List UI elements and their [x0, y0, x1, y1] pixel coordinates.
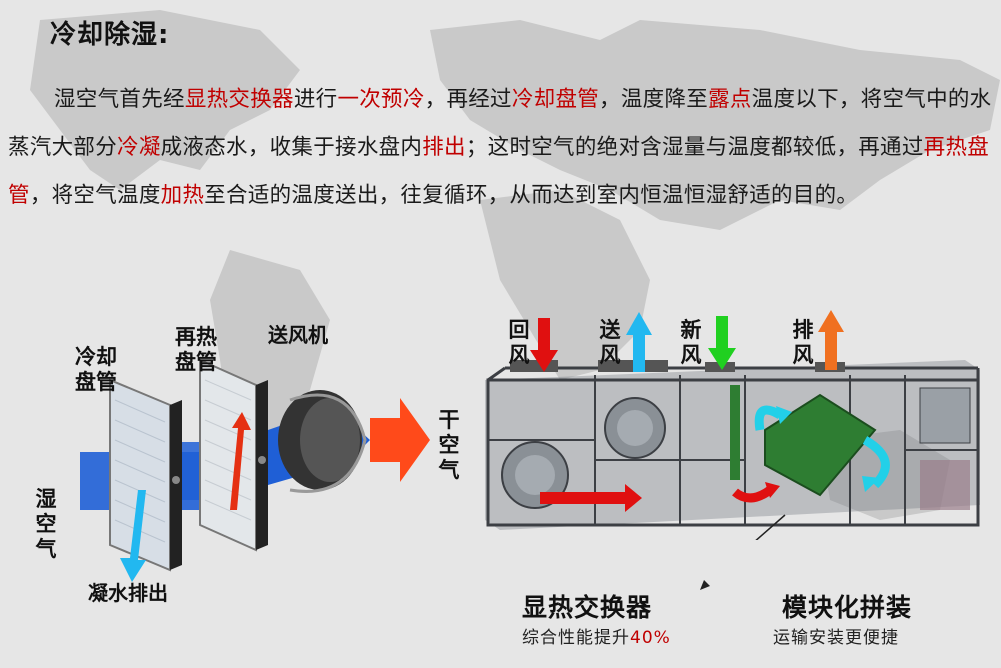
exchanger-feature-title: 显热交换器	[522, 593, 653, 622]
modular-feature-subtitle: 运输安装更便捷	[773, 628, 899, 648]
condensate-arrow	[120, 490, 146, 582]
highlight-term: 冷凝	[117, 135, 161, 160]
internal-cyan-arrow-2	[862, 436, 890, 489]
paragraph-text: ，温度降至	[599, 87, 709, 112]
internal-cyan-arrow-1	[754, 405, 783, 431]
paragraph-text: ，将空气温度	[29, 183, 161, 208]
air-handling-unit	[485, 310, 980, 540]
paragraph-text: 进行	[293, 87, 338, 112]
highlight-term: 再热盘管	[8, 135, 990, 208]
pointer-arrowhead	[700, 580, 710, 590]
cooling-dehumidification-diagram	[80, 358, 430, 582]
fresh-port	[705, 362, 735, 372]
condensate-label: 凝水排出	[88, 581, 168, 605]
cooling-coil	[109, 378, 182, 572]
internal-red-arrow-2	[732, 486, 773, 503]
green-filter	[730, 385, 740, 480]
pointer-line	[755, 514, 786, 540]
supply-air-label: 送风	[599, 318, 621, 367]
exchanger-sub-percent: 40%	[630, 628, 671, 648]
page-title: 冷却除湿:	[50, 20, 170, 50]
internal-cyan-arrowhead-1	[776, 406, 792, 424]
exhaust-air-label: 排风	[792, 318, 814, 367]
description-paragraph: 湿空气首先经显热交换器进行一次预冷，再经过冷却盘管，温度降至露点温度以下，将空气…	[8, 76, 993, 220]
internal-cyan-arrowhead-2	[862, 476, 880, 492]
paragraph-text: ；这时空气的绝对含湿量与温度都较低，再通过	[465, 135, 924, 160]
return-arrow	[530, 318, 558, 372]
return-air-label: 回风	[508, 318, 530, 367]
highlight-term: 一次预冷	[337, 87, 425, 112]
fresh-arrow	[708, 316, 736, 370]
supply-fan	[278, 390, 367, 493]
highlight-term: 显热交换器	[184, 87, 294, 112]
internal-red-arrow	[540, 484, 642, 512]
reheat-coil	[199, 358, 268, 552]
highlight-term: 冷却盘管	[511, 87, 600, 112]
highlight-term: 排出	[422, 135, 466, 160]
dry-air-label: 干空气	[438, 408, 460, 482]
fresh-air-label: 新风	[680, 318, 702, 367]
paragraph-text: 至合适的温度送出，往复循环，从而达到室内恒温恒湿舒适的目的。	[204, 183, 859, 208]
reheat-coil-label: 再热盘管	[175, 325, 217, 374]
sensible-heat-exchanger	[764, 393, 877, 497]
fan-label: 送风机	[268, 323, 328, 347]
exhaust-arrow	[818, 310, 844, 370]
paragraph-text: ，再经过	[424, 87, 512, 112]
highlight-term: 加热	[160, 183, 205, 208]
internal-red-arrowhead-2	[765, 482, 780, 498]
reheat-arrow	[230, 412, 251, 510]
highlight-term: 露点	[708, 87, 752, 112]
supply-arrow	[626, 312, 652, 372]
dry-air-arrow	[370, 398, 430, 482]
exchanger-sub-text: 综合性能提升	[522, 628, 630, 648]
humid-air-label: 湿空气	[35, 487, 57, 561]
cooling-coil-label: 冷却盘管	[75, 345, 117, 394]
paragraph-text: 温度以下，将空气中的水蒸汽大部分	[8, 87, 992, 160]
modular-feature-title: 模块化拼装	[782, 593, 913, 622]
paragraph-text: 湿空气首先经	[54, 87, 185, 112]
exchanger-feature-subtitle: 综合性能提升40%	[522, 623, 671, 648]
paragraph-text: 成液态水，收集于接水盘内	[160, 135, 423, 160]
